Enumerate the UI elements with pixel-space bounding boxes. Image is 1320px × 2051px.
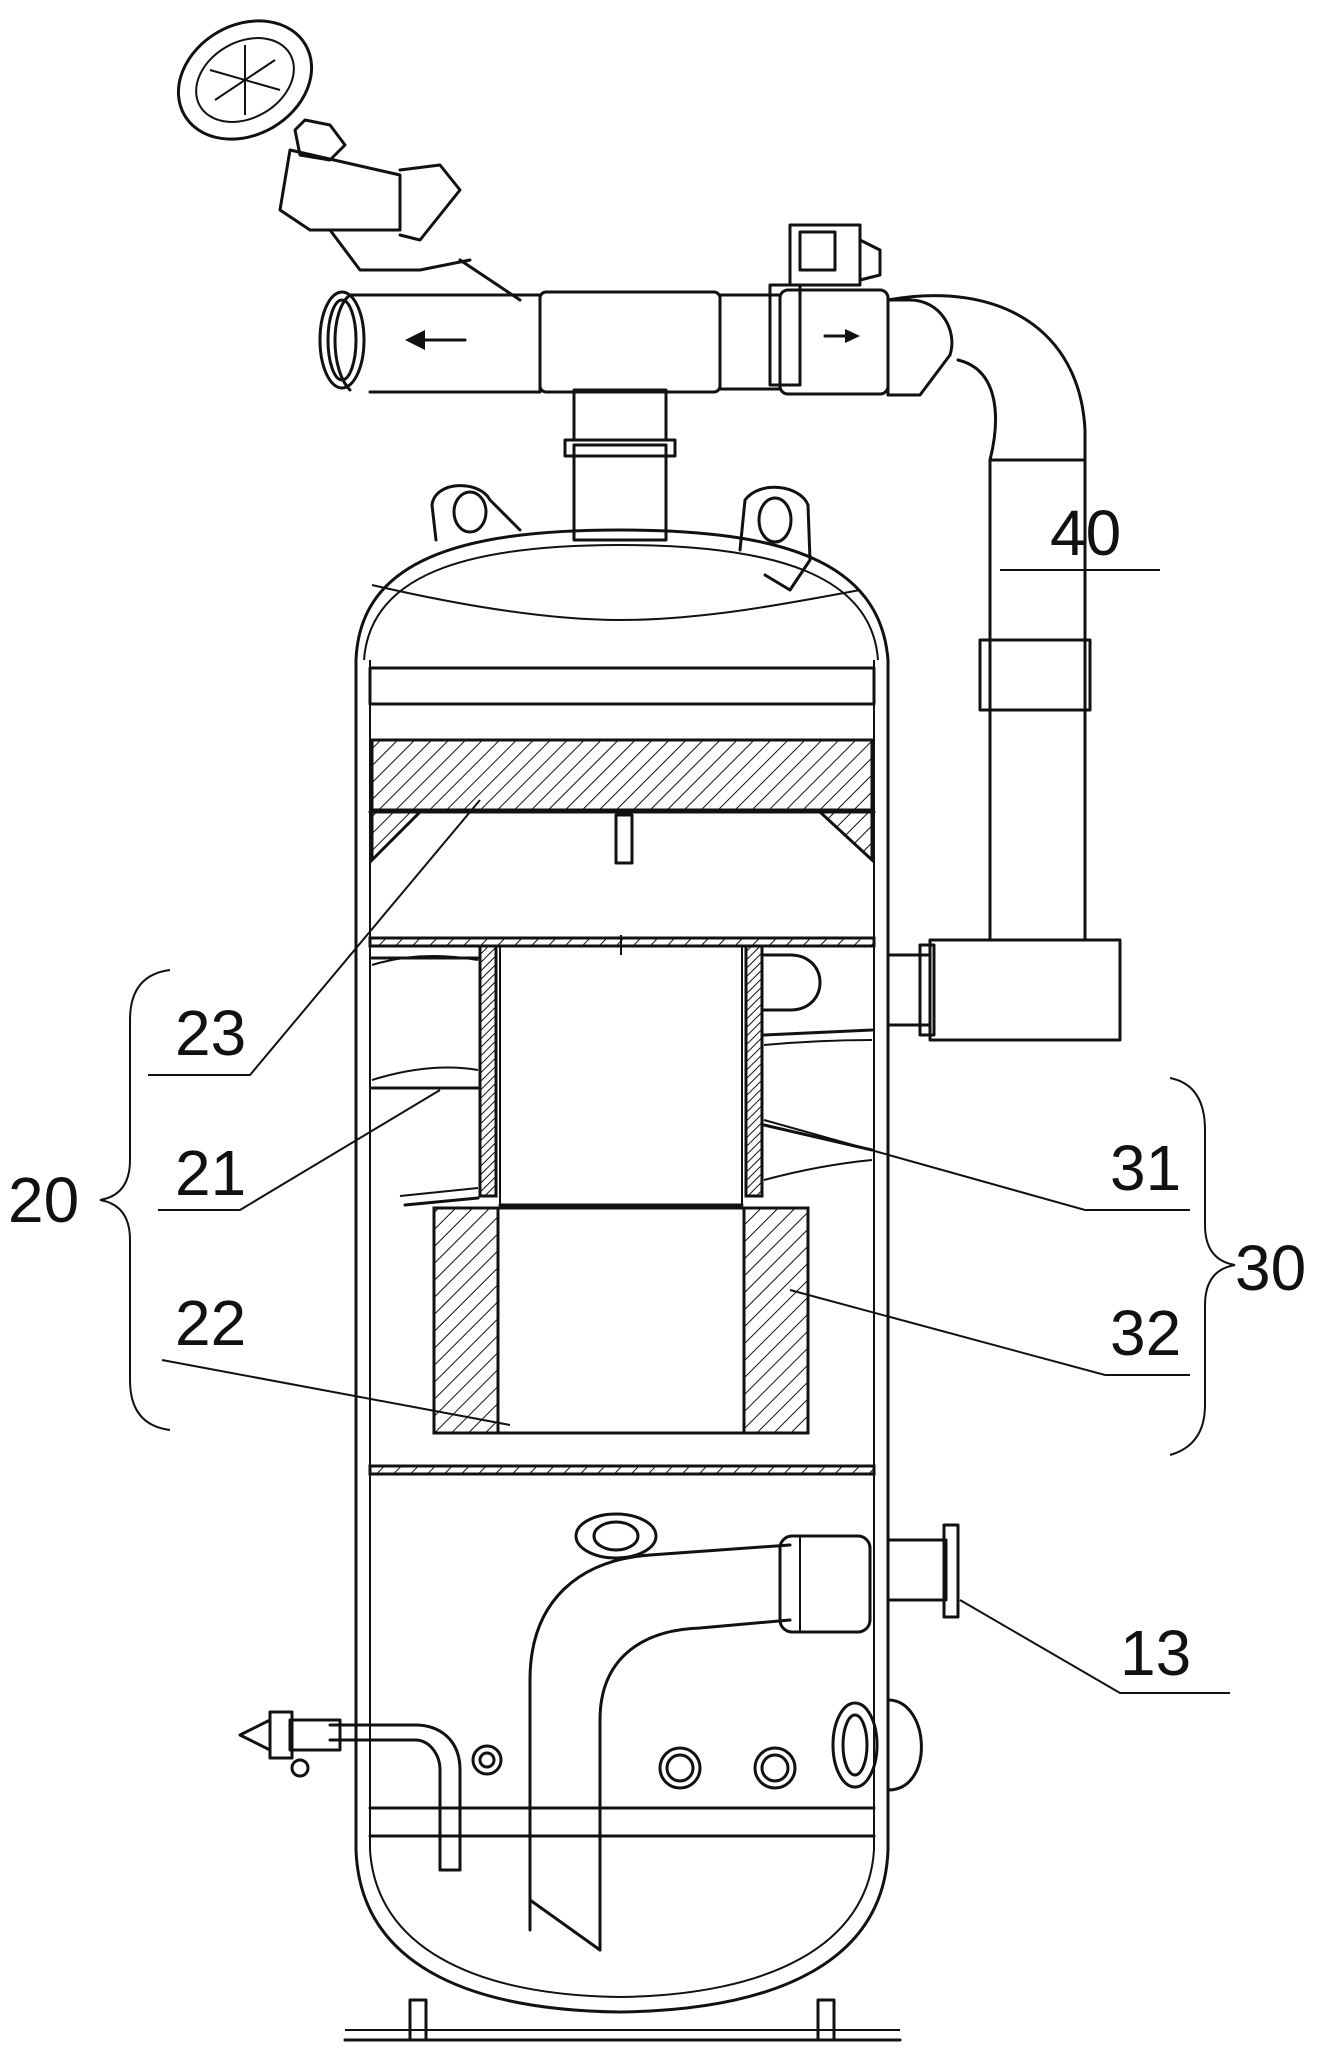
outlet-elbow (318, 290, 542, 394)
solenoid-valve (768, 223, 882, 387)
flow-arrow-left (405, 330, 467, 350)
nozzle-13 (886, 1523, 960, 1619)
inner-tube-31 (478, 935, 764, 1207)
demister-frame (368, 666, 876, 706)
drain-valve (238, 1710, 462, 1872)
inlet-flange-top (574, 1512, 658, 1560)
bottom-baffle-plate (368, 1806, 876, 1838)
label-13: 13 (1120, 1617, 1191, 1689)
label-40: 40 (1050, 497, 1121, 569)
label-22: 22 (175, 1287, 246, 1359)
gate-valve (176, 19, 522, 302)
label-30: 30 (1235, 1232, 1306, 1304)
label-21: 21 (175, 1137, 246, 1209)
label-23: 23 (175, 997, 246, 1069)
flow-arrow-right (823, 329, 860, 343)
lifting-lug-right (738, 485, 812, 592)
vessel-shell (343, 528, 902, 2042)
header-pipe (538, 288, 954, 397)
lower-plate (368, 1464, 876, 1476)
top-nozzle (563, 388, 677, 542)
label-31: 31 (1110, 1132, 1181, 1204)
lifting-lug-left (430, 484, 522, 542)
bypass-pipe-40 (886, 294, 1122, 1042)
demister-pad (368, 738, 876, 865)
brace-20 (99, 969, 171, 1431)
label-20: 20 (8, 1164, 79, 1236)
brace-30 (1169, 1077, 1236, 1456)
baffles-21 (370, 955, 480, 1207)
label-32: 32 (1110, 1297, 1181, 1369)
sight-ports (471, 1698, 923, 1792)
inlet-elbow-pipe (528, 1534, 872, 1952)
leader-lines (148, 569, 1230, 1694)
baffles-right (762, 953, 874, 1181)
sleeve-32 (432, 1206, 810, 1435)
